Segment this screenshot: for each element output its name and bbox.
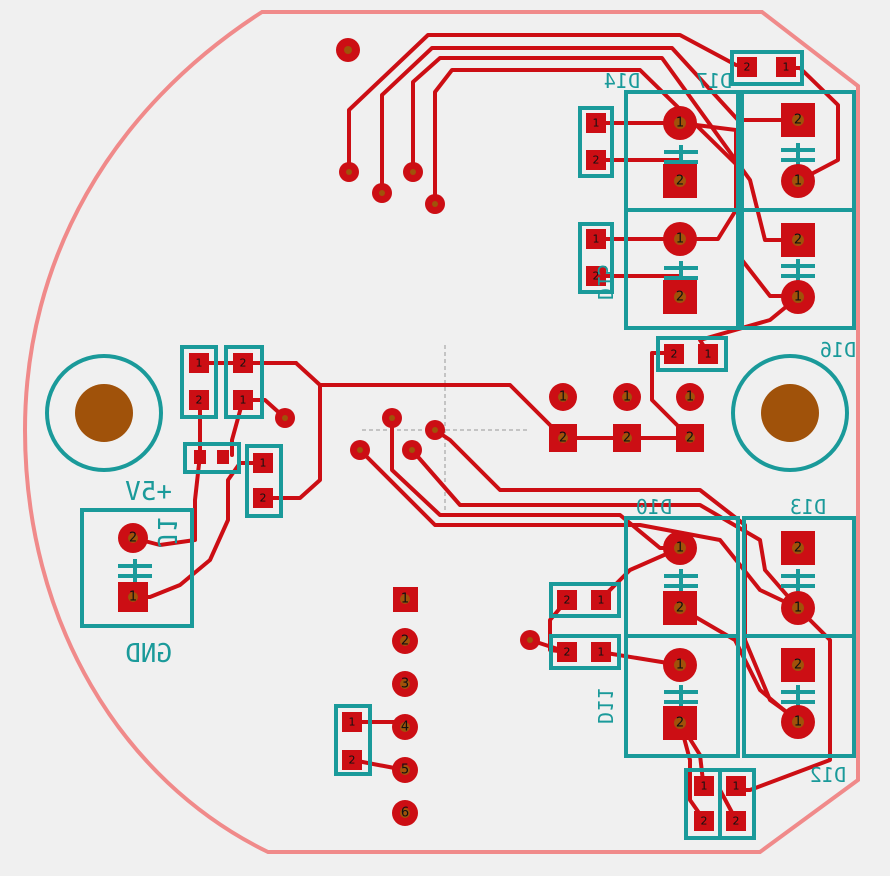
svg-text:1: 1 xyxy=(598,594,605,607)
svg-text:2: 2 xyxy=(564,594,571,607)
svg-text:1: 1 xyxy=(733,780,740,793)
d15-label: D15 xyxy=(593,264,617,300)
svg-text:2: 2 xyxy=(794,541,802,556)
svg-text:1: 1 xyxy=(794,290,802,305)
svg-text:2: 2 xyxy=(733,815,740,828)
svg-text:1: 1 xyxy=(676,232,684,247)
svg-text:1: 1 xyxy=(349,716,356,729)
svg-text:2: 2 xyxy=(564,646,571,659)
d13-label: D13 xyxy=(790,495,826,519)
svg-text:1: 1 xyxy=(686,390,694,405)
svg-text:2: 2 xyxy=(559,431,567,446)
svg-text:2: 2 xyxy=(260,492,267,505)
svg-text:1: 1 xyxy=(676,541,684,556)
svg-text:2: 2 xyxy=(676,290,684,305)
svg-text:1: 1 xyxy=(794,601,802,616)
d11-label: D11 xyxy=(593,688,617,724)
svg-text:2: 2 xyxy=(701,815,708,828)
board-outline xyxy=(22,10,860,854)
svg-text:2: 2 xyxy=(744,61,751,74)
silkscreen xyxy=(80,50,856,840)
svg-text:1: 1 xyxy=(598,646,605,659)
svg-text:2: 2 xyxy=(671,348,678,361)
svg-text:1: 1 xyxy=(240,394,247,407)
svg-text:1: 1 xyxy=(705,348,712,361)
svg-text:2: 2 xyxy=(623,431,631,446)
svg-text:1: 1 xyxy=(623,390,631,405)
d10-label: D10 xyxy=(636,495,672,519)
svg-text:1: 1 xyxy=(559,390,567,405)
svg-text:3: 3 xyxy=(401,677,409,692)
d14-label: D14 xyxy=(604,69,640,93)
svg-text:2: 2 xyxy=(593,270,600,283)
svg-text:2: 2 xyxy=(676,601,684,616)
svg-text:1: 1 xyxy=(794,715,802,730)
mounting-hole-left xyxy=(45,354,163,472)
svg-text:4: 4 xyxy=(401,720,409,735)
pad-numbers: 1 1 1 1 1 1 1 1 2 2 2 2 2 2 2 2 2 1 1 1 … xyxy=(129,61,802,828)
svg-text:2: 2 xyxy=(196,394,203,407)
pads xyxy=(118,38,815,831)
svg-text:1: 1 xyxy=(260,457,267,470)
j1-label: J1 xyxy=(151,517,181,548)
svg-text:2: 2 xyxy=(676,716,684,731)
copper-traces xyxy=(131,33,840,822)
svg-text:2: 2 xyxy=(401,634,409,649)
svg-text:1: 1 xyxy=(676,116,684,131)
svg-text:2: 2 xyxy=(349,754,356,767)
svg-text:6: 6 xyxy=(401,806,409,821)
svg-text:1: 1 xyxy=(196,357,203,370)
svg-text:1: 1 xyxy=(794,174,802,189)
plus5v-label: +5V xyxy=(125,477,172,507)
svg-text:1: 1 xyxy=(593,233,600,246)
d16-label: D16 xyxy=(820,338,856,362)
svg-text:2: 2 xyxy=(240,357,247,370)
svg-text:2: 2 xyxy=(676,174,684,189)
svg-text:2: 2 xyxy=(794,658,802,673)
svg-text:2: 2 xyxy=(794,233,802,248)
gnd-label: GND xyxy=(125,639,172,669)
d12-label: D12 xyxy=(810,763,846,787)
svg-text:2: 2 xyxy=(794,113,802,128)
silkscreen-labels: +5V GND J1 D14 D17 D15 D16 D10 D13 D11 D… xyxy=(125,69,856,787)
mounting-hole-right xyxy=(731,354,849,472)
svg-text:1: 1 xyxy=(593,117,600,130)
svg-text:2: 2 xyxy=(129,531,137,546)
svg-text:1: 1 xyxy=(129,590,137,605)
svg-text:2: 2 xyxy=(593,154,600,167)
svg-text:1: 1 xyxy=(676,658,684,673)
d17-label: D17 xyxy=(696,69,732,93)
svg-text:1: 1 xyxy=(401,592,409,607)
svg-text:2: 2 xyxy=(686,431,694,446)
svg-text:1: 1 xyxy=(783,61,790,74)
svg-text:1: 1 xyxy=(701,780,708,793)
svg-text:5: 5 xyxy=(401,763,409,778)
